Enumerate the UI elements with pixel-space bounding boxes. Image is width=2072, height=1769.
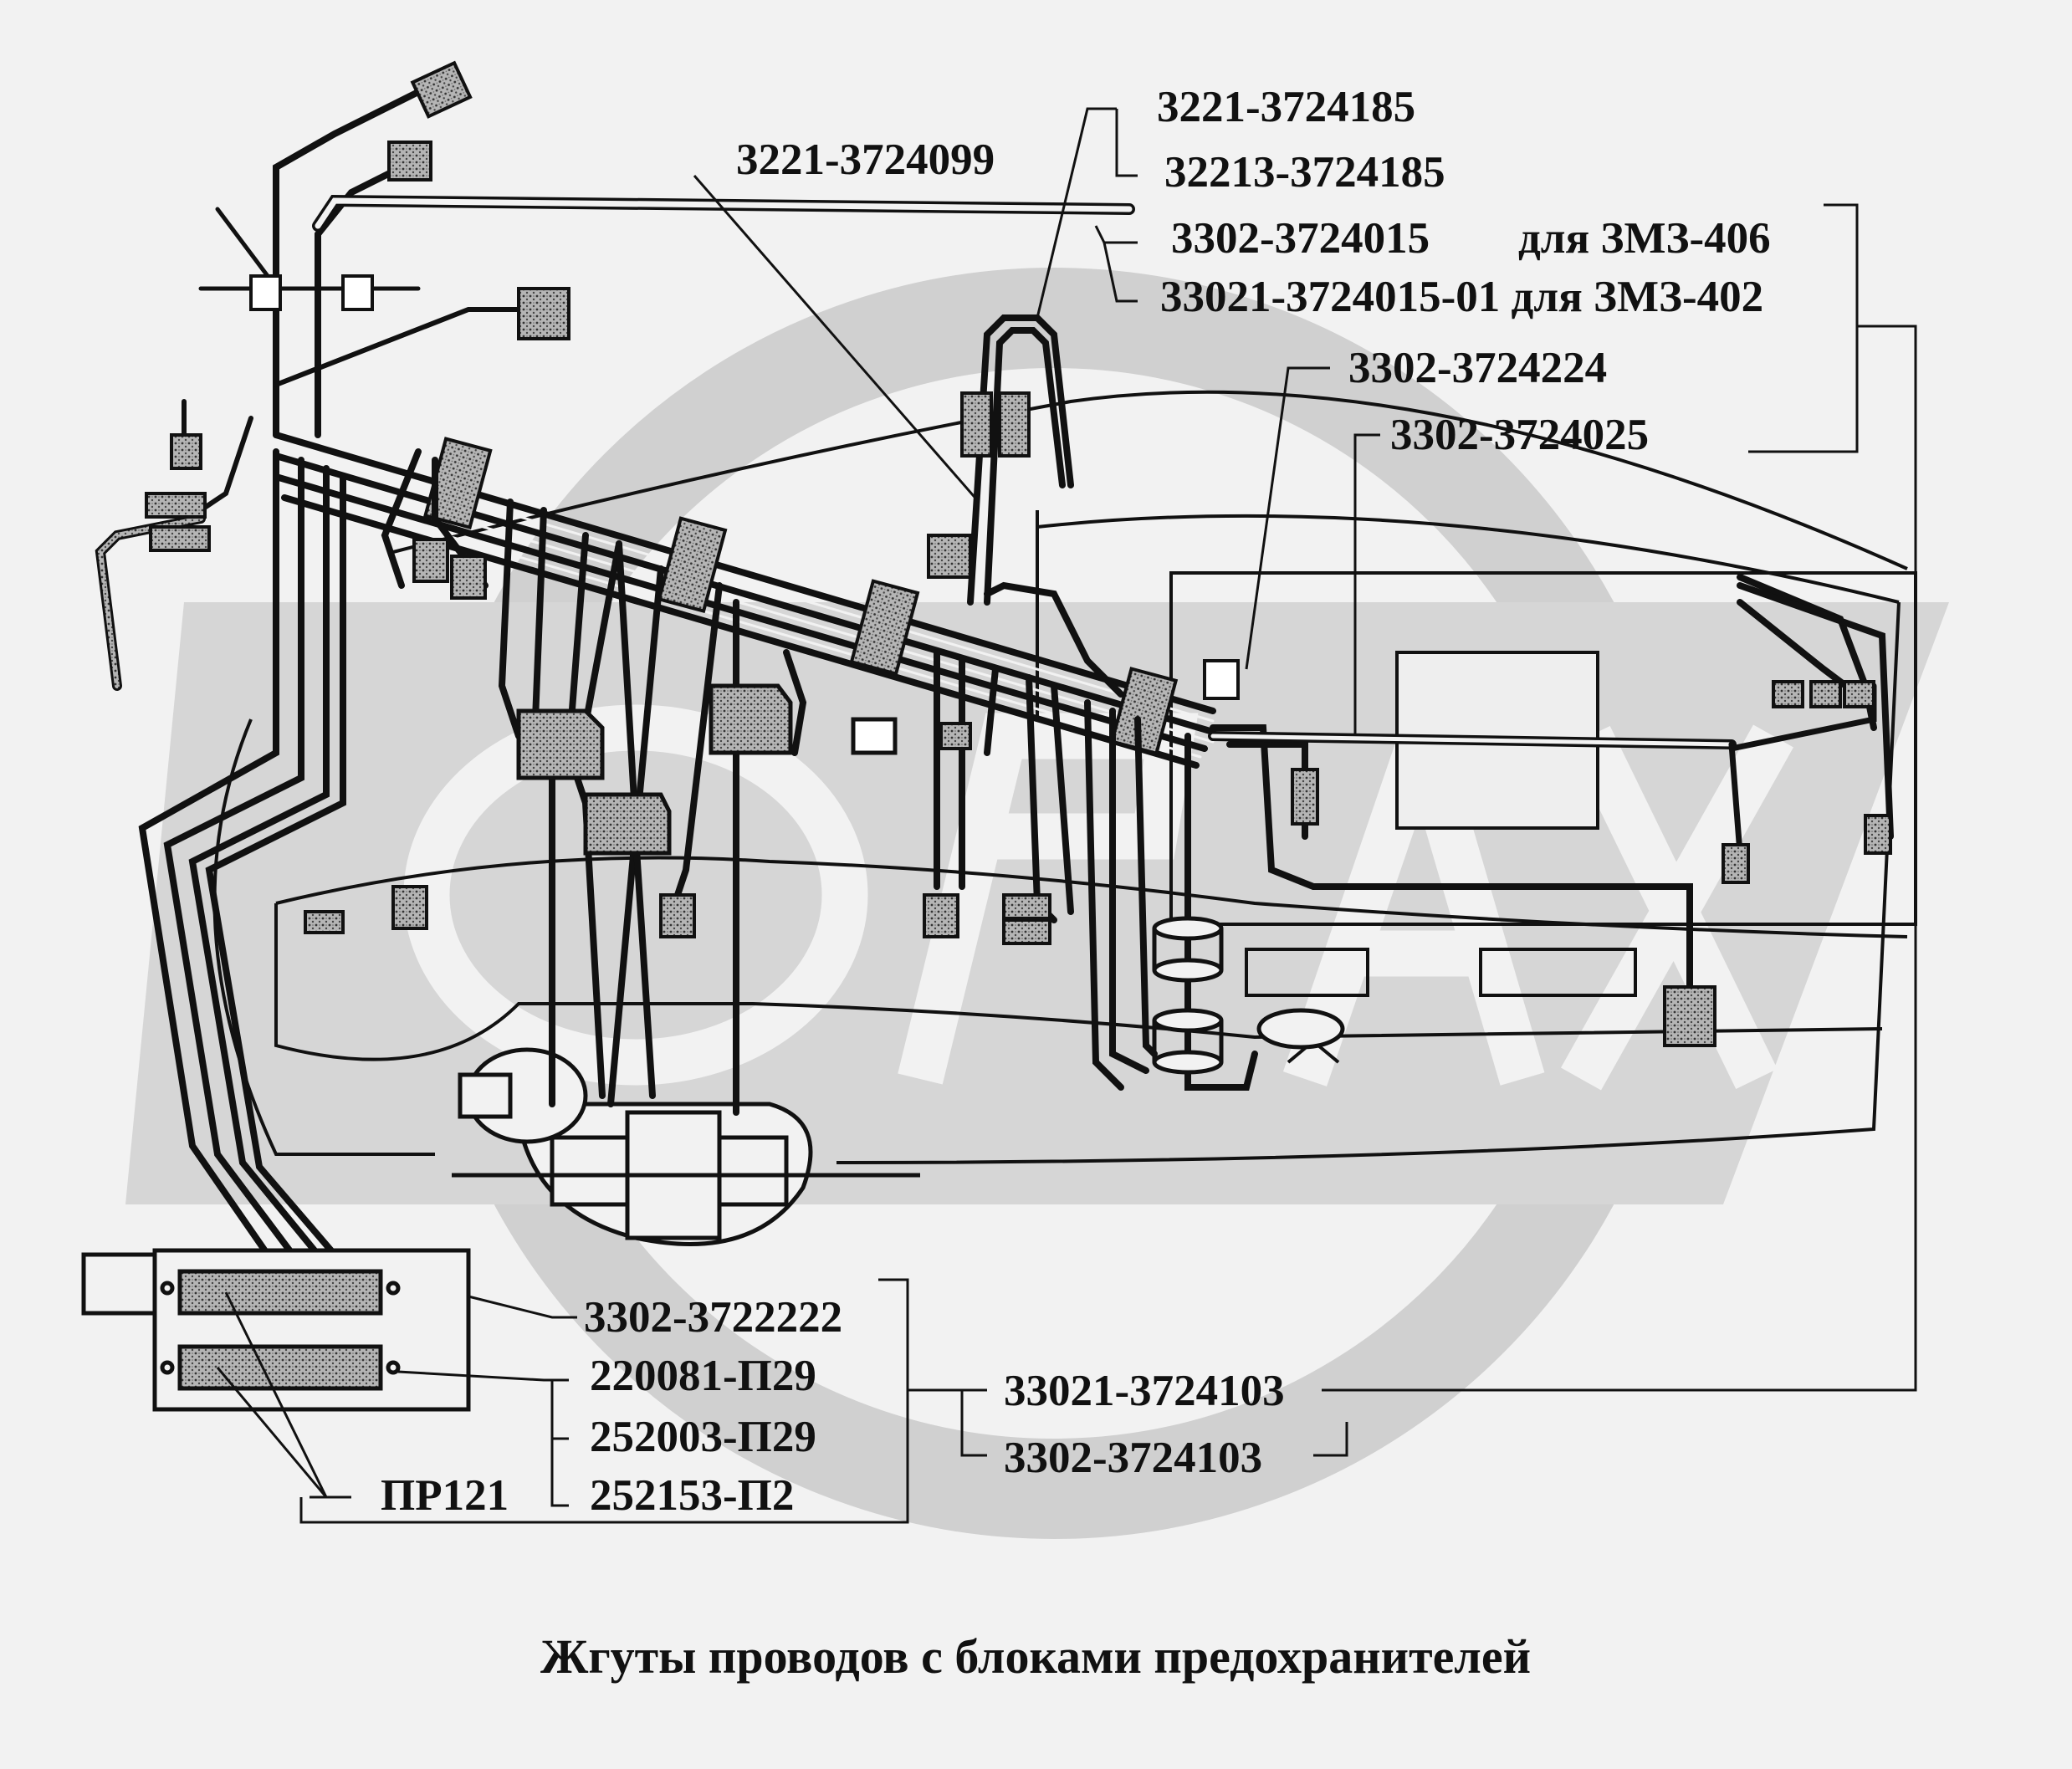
upper-left-branches (95, 80, 1135, 691)
label-3302-3724224: 3302-3724224 (1348, 344, 1607, 392)
relay-blocks (516, 683, 898, 856)
diagram-caption: Жгуты проводов с блоками предохранителей (540, 1629, 1531, 1684)
connectors (412, 391, 1892, 884)
harness-clamps (423, 437, 1179, 756)
label-zmz406: для ЗМЗ-406 (1518, 214, 1771, 263)
part-labels: 3221-3724185 32213-3724185 3221-3724099 … (381, 83, 1771, 1520)
steering-column (452, 1047, 920, 1246)
label-33021-3724015-01: 33021-3724015-01 для ЗМЗ-402 (1160, 273, 1763, 321)
label-252003-p29: 252003-П29 (590, 1413, 816, 1461)
upper-middle-loop (967, 314, 1124, 698)
label-3302-3722222: 3302-3722222 (584, 1293, 842, 1342)
hood-connectors (145, 60, 570, 552)
label-pr121: ПР121 (381, 1471, 509, 1520)
label-3221-3724099: 3221-3724099 (736, 135, 995, 184)
label-220081-p29: 220081-П29 (590, 1352, 816, 1400)
cylinder-components (1152, 916, 1345, 1075)
label-3302-3724025: 3302-3724025 (1390, 411, 1649, 459)
left-harness (138, 448, 346, 1258)
label-32213-3724185: 32213-3724185 (1164, 148, 1445, 197)
label-3302-3724103: 3302-3724103 (1004, 1434, 1262, 1482)
leader-lines (216, 107, 1917, 1524)
label-3221-3724185: 3221-3724185 (1157, 83, 1415, 131)
label-3302-3724015: 3302-3724015 (1171, 214, 1430, 263)
fuse-block (81, 1248, 471, 1412)
bottom-plugs (304, 885, 1716, 1047)
label-33021-3724103: 33021-3724103 (1004, 1367, 1285, 1415)
label-252153-p2: 252153-П2 (590, 1471, 794, 1520)
